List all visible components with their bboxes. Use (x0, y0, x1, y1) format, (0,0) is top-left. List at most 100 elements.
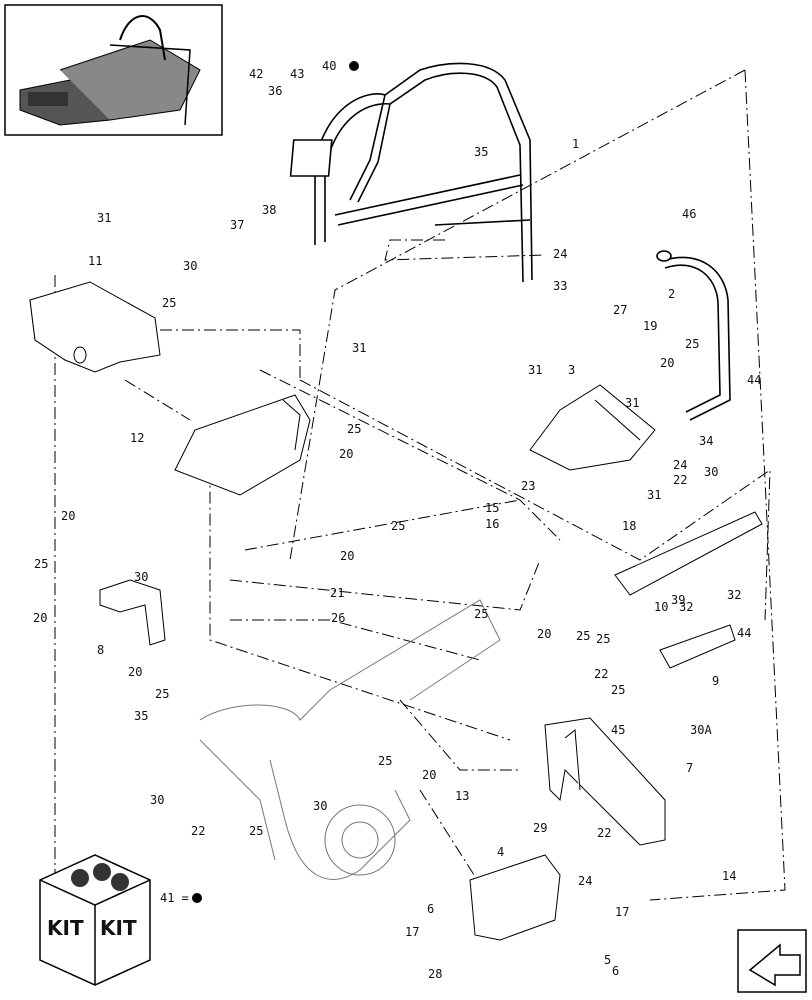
callout-17a: 17 (405, 925, 419, 939)
callout-14: 14 (722, 869, 736, 883)
callout-45: 45 (611, 723, 625, 737)
callout-39: 39 (671, 593, 685, 607)
next-page-arrow-icon[interactable] (737, 929, 807, 993)
callout-25c: 25 (347, 422, 361, 436)
callout-17b: 17 (615, 905, 629, 919)
seat-pan-part-11 (29, 281, 161, 373)
rail-part-39 (614, 511, 763, 596)
roll-bar-part-1 (289, 62, 533, 283)
callout-36: 36 (268, 84, 282, 98)
callout-25g: 25 (611, 683, 625, 697)
callout-22a: 22 (594, 667, 608, 681)
callout-2: 2 (668, 287, 675, 301)
callout-20g: 20 (537, 627, 551, 641)
callout-25f: 25 (576, 629, 590, 643)
callout-22d: 22 (673, 473, 687, 487)
callout-24a: 24 (553, 247, 567, 261)
callout-30c: 30 (150, 793, 164, 807)
kit-dot-icon (192, 893, 202, 903)
callout-20b: 20 (33, 611, 47, 625)
handle-part-2 (656, 250, 731, 421)
callout-26: 26 (331, 611, 345, 625)
callout-13: 13 (455, 789, 469, 803)
chassis-outline (199, 599, 501, 880)
kit-label-right: KIT (100, 916, 137, 940)
callout-30e: 30 (704, 465, 718, 479)
callout-25l: 25 (596, 632, 610, 646)
callout-31b: 31 (352, 341, 366, 355)
callout-40: 40 (322, 59, 336, 73)
inset-thumbnail (4, 4, 223, 136)
callout-29: 29 (533, 821, 547, 835)
callout-20c: 20 (339, 447, 353, 461)
callout-31e: 31 (647, 488, 661, 502)
callout-35b: 35 (134, 709, 148, 723)
callout-22c: 22 (597, 826, 611, 840)
callout-20f: 20 (422, 768, 436, 782)
callout-44b: 44 (737, 626, 751, 640)
callout-6a: 6 (427, 902, 434, 916)
callout-8: 8 (97, 643, 104, 657)
callout-28: 28 (428, 967, 442, 981)
callout-43: 43 (290, 67, 304, 81)
callout-20a: 20 (61, 509, 75, 523)
callout-46: 46 (682, 207, 696, 221)
callout-44a: 44 (747, 373, 761, 387)
callout-25h: 25 (155, 687, 169, 701)
callout-20e: 20 (128, 665, 142, 679)
callout-23: 23 (521, 479, 535, 493)
floor-plate-part-12 (174, 394, 311, 496)
callout-35a: 35 (474, 145, 488, 159)
callout-18: 18 (622, 519, 636, 533)
platform-part-4 (469, 854, 561, 941)
callout-6b: 6 (612, 964, 619, 978)
callout-25k: 25 (685, 337, 699, 351)
callout-1: 1 (572, 137, 579, 151)
callout-22b: 22 (191, 824, 205, 838)
kit-label-left: KIT (47, 916, 84, 940)
callout-31d: 31 (625, 396, 639, 410)
bracket-part-8 (99, 579, 166, 646)
kit-legend: KIT KIT 41 = (39, 854, 202, 986)
callout-15: 15 (485, 501, 499, 515)
callout-25j: 25 (249, 824, 263, 838)
callout-31a: 31 (97, 211, 111, 225)
callout-27: 27 (613, 303, 627, 317)
callout-16: 16 (485, 517, 499, 531)
callout-30a: 30 (183, 259, 197, 273)
callout-11: 11 (88, 254, 102, 268)
callout-30A: 30A (690, 723, 712, 737)
callout-25d: 25 (391, 519, 405, 533)
callout-9: 9 (712, 674, 719, 688)
callout-4: 4 (497, 845, 504, 859)
bracket-part-7 (544, 717, 666, 846)
callout-30d: 30 (313, 799, 327, 813)
callout-42: 42 (249, 67, 263, 81)
callout-33: 33 (553, 279, 567, 293)
callout-3: 3 (568, 363, 575, 377)
callout-10: 10 (654, 600, 668, 614)
callout-25e: 25 (474, 607, 488, 621)
callout-20h: 20 (660, 356, 674, 370)
callout-19: 19 (643, 319, 657, 333)
callout-24c: 24 (578, 874, 592, 888)
callout-32b: 32 (727, 588, 741, 602)
callout-37: 37 (230, 218, 244, 232)
callout-31c: 31 (528, 363, 542, 377)
callout-labels: 1234566789101112131415161717181920202020… (33, 59, 761, 981)
callout-25b: 25 (162, 296, 176, 310)
callout-7: 7 (686, 761, 693, 775)
kit-marker-dot-icon (349, 61, 359, 71)
callout-32a: 32 (679, 600, 693, 614)
bracket-part-9 (659, 624, 736, 669)
callout-5: 5 (604, 953, 611, 967)
callout-38: 38 (262, 203, 276, 217)
kit-equation: 41 = (160, 891, 189, 905)
bracket-part-3 (529, 384, 656, 471)
callout-24b: 24 (673, 458, 687, 472)
callout-30b: 30 (134, 570, 148, 584)
callout-20d: 20 (340, 549, 354, 563)
callout-34: 34 (699, 434, 713, 448)
